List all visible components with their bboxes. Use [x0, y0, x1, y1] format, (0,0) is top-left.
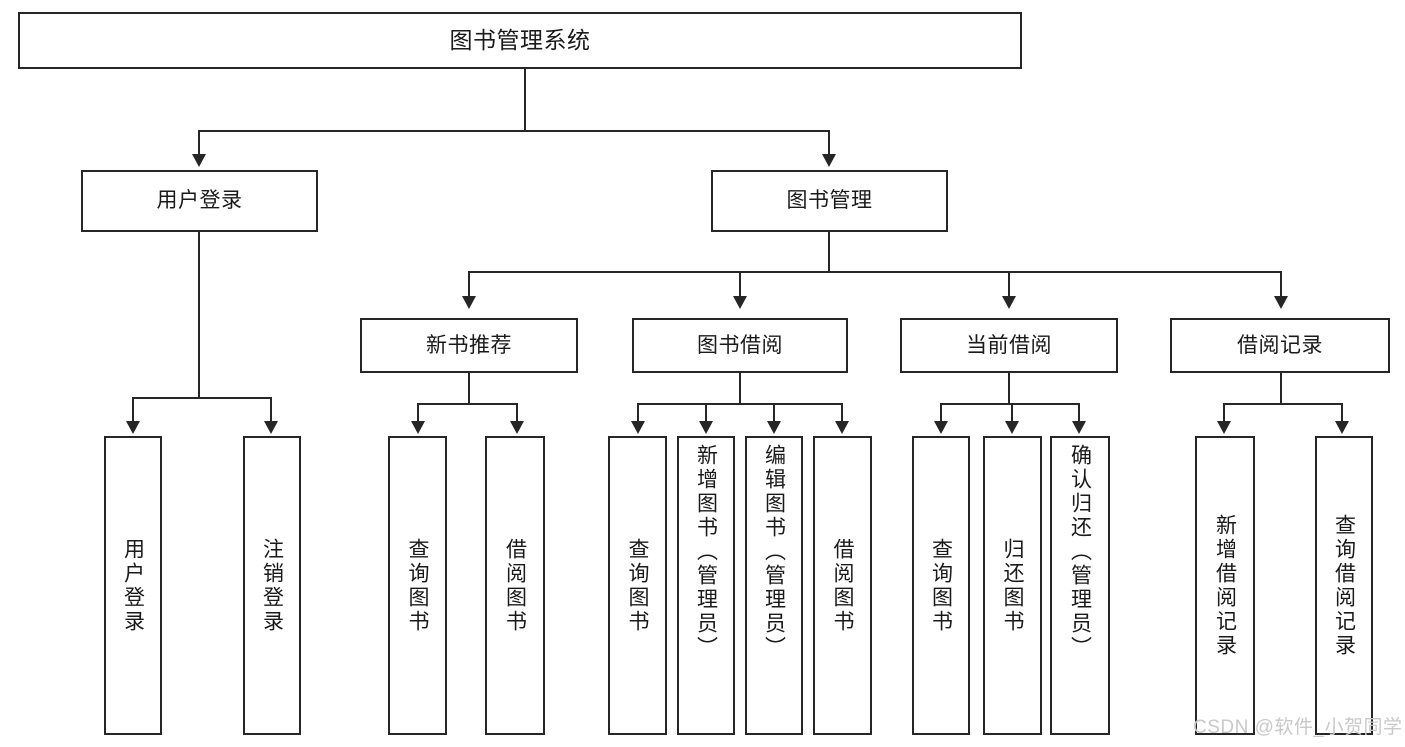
- arrowhead-current-to-leaf-1: [934, 421, 948, 434]
- arrowhead-book-manage-to-record: [1274, 296, 1288, 309]
- connector-current-to-leaf-2: [1011, 403, 1013, 423]
- leaf-borrow-book-1-label: 借阅图书: [503, 537, 527, 634]
- connector-root-to-user-login: [198, 130, 200, 156]
- node-book-borrow-label: 图书借阅: [697, 333, 783, 357]
- leaf-query-book-1[interactable]: 查询图书: [388, 436, 447, 735]
- connector-current-bus: [940, 403, 1080, 405]
- connector-book-manage-to-recommend: [468, 271, 470, 298]
- arrowhead-user-login-to-leaf-1: [126, 421, 140, 434]
- leaf-query-book-3[interactable]: 查询图书: [912, 436, 970, 735]
- arrowhead-borrow-to-leaf-4: [835, 421, 849, 434]
- connector-recommend-to-leaf-2: [516, 403, 518, 423]
- connector-user-login-bus: [132, 397, 272, 399]
- connector-user-login-to-leaf-1: [132, 397, 134, 423]
- node-borrow-record-label: 借阅记录: [1237, 333, 1323, 357]
- arrowhead-record-to-leaf-2: [1335, 421, 1349, 434]
- leaf-query-book-1-label: 查询图书: [406, 537, 429, 634]
- arrowhead-user-login-to-leaf-2: [264, 421, 278, 434]
- arrowhead-borrow-to-leaf-1: [631, 421, 645, 434]
- arrowhead-borrow-to-leaf-3: [767, 421, 781, 434]
- leaf-edit-book-label: 编辑图书（管理员）: [762, 444, 786, 660]
- connector-record-bus: [1223, 403, 1343, 405]
- leaf-query-book-3-label: 查询图书: [929, 537, 953, 634]
- connector-root-to-book-manage: [828, 130, 830, 156]
- connector-recommend-bus: [417, 403, 518, 405]
- leaf-user-login-label: 用户登录: [121, 537, 145, 634]
- connector-record-to-leaf-1: [1223, 403, 1225, 423]
- connector-current-to-leaf-3: [1078, 403, 1080, 423]
- node-new-book-recommend-label: 新书推荐: [426, 333, 512, 357]
- leaf-logout-login-label: 注销登录: [260, 537, 284, 634]
- arrowhead-current-to-leaf-3: [1072, 421, 1086, 434]
- connector-user-login-to-leaf-2: [270, 397, 272, 423]
- leaf-query-book-2-label: 查询图书: [626, 537, 649, 634]
- node-new-book-recommend[interactable]: 新书推荐: [360, 318, 578, 373]
- connector-book-manage-to-current: [1008, 271, 1010, 298]
- node-current-borrow-label: 当前借阅: [966, 333, 1052, 357]
- leaf-add-record[interactable]: 新增借阅记录: [1195, 436, 1255, 735]
- connector-book-manage-bus: [468, 271, 1282, 273]
- leaf-confirm-return-label: 确认归还（管理员）: [1068, 444, 1092, 660]
- connector-borrow-to-leaf-4: [841, 403, 843, 423]
- csdn-watermark: CSDN @软件_小贺同学: [1193, 717, 1403, 738]
- arrowhead-record-to-leaf-1: [1217, 421, 1231, 434]
- node-user-login[interactable]: 用户登录: [81, 170, 318, 232]
- leaf-logout-login[interactable]: 注销登录: [243, 436, 301, 735]
- node-user-login-label: 用户登录: [156, 189, 243, 213]
- connector-recommend-stem: [468, 373, 470, 404]
- leaf-user-login[interactable]: 用户登录: [104, 436, 162, 735]
- leaf-borrow-book-1[interactable]: 借阅图书: [485, 436, 545, 735]
- connector-recommend-to-leaf-1: [417, 403, 419, 423]
- connector-borrow-to-leaf-2: [705, 403, 707, 423]
- connector-current-to-leaf-1: [940, 403, 942, 423]
- node-current-borrow[interactable]: 当前借阅: [900, 318, 1118, 373]
- connector-record-stem: [1280, 373, 1282, 404]
- leaf-return-book-label: 归还图书: [1001, 537, 1024, 634]
- leaf-return-book[interactable]: 归还图书: [983, 436, 1042, 735]
- connector-record-to-leaf-2: [1341, 403, 1343, 423]
- arrowhead-root-to-user-login: [192, 154, 206, 167]
- leaf-borrow-book-2-label: 借阅图书: [831, 537, 854, 634]
- arrowhead-recommend-to-leaf-1: [411, 421, 425, 434]
- connector-root-bus: [198, 130, 830, 132]
- connector-borrow-bus: [637, 403, 843, 405]
- connector-borrow-stem: [739, 373, 741, 404]
- leaf-query-record[interactable]: 查询借阅记录: [1315, 436, 1373, 735]
- connector-book-manage-to-borrow: [739, 271, 741, 298]
- leaf-confirm-return[interactable]: 确认归还（管理员）: [1050, 436, 1110, 735]
- connector-book-manage-to-record: [1280, 271, 1282, 298]
- leaf-add-book[interactable]: 新增图书（管理员）: [677, 436, 735, 735]
- connector-user-login-stem: [198, 232, 200, 398]
- node-book-manage[interactable]: 图书管理: [711, 170, 948, 232]
- node-borrow-record[interactable]: 借阅记录: [1170, 318, 1390, 373]
- arrowhead-book-manage-to-current: [1002, 296, 1016, 309]
- leaf-add-record-label: 新增借阅记录: [1213, 513, 1237, 658]
- node-root-system-label: 图书管理系统: [449, 26, 591, 53]
- leaf-query-book-2[interactable]: 查询图书: [608, 436, 667, 735]
- arrowhead-recommend-to-leaf-2: [510, 421, 524, 434]
- connector-borrow-to-leaf-1: [637, 403, 639, 423]
- connector-current-stem: [1008, 373, 1010, 404]
- leaf-query-record-label: 查询借阅记录: [1332, 513, 1356, 658]
- connector-borrow-to-leaf-3: [773, 403, 775, 423]
- arrowhead-root-to-book-manage: [822, 154, 836, 167]
- arrowhead-current-to-leaf-2: [1005, 421, 1019, 434]
- arrowhead-book-manage-to-borrow: [733, 296, 747, 309]
- leaf-edit-book[interactable]: 编辑图书（管理员）: [745, 436, 803, 735]
- leaf-add-book-label: 新增图书（管理员）: [694, 444, 718, 660]
- connector-book-manage-stem: [828, 232, 830, 272]
- node-book-manage-label: 图书管理: [786, 189, 873, 213]
- node-book-borrow[interactable]: 图书借阅: [632, 318, 848, 373]
- arrowhead-borrow-to-leaf-2: [699, 421, 713, 434]
- node-root-system[interactable]: 图书管理系统: [18, 12, 1022, 69]
- connector-root-stem: [524, 69, 526, 131]
- arrowhead-book-manage-to-recommend: [462, 296, 476, 309]
- leaf-borrow-book-2[interactable]: 借阅图书: [813, 436, 872, 735]
